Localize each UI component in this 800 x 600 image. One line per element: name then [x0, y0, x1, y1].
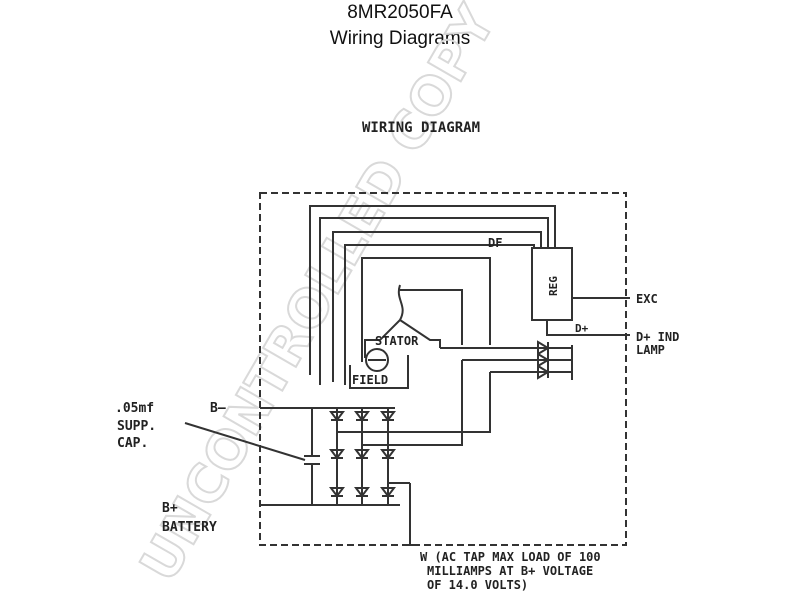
- wire-df-loop: [361, 257, 491, 362]
- dplus-small-wire: [546, 320, 600, 336]
- w-tap-line-2: MILLIAMPS AT B+ VOLTAGE: [427, 564, 593, 578]
- regulator-box: [531, 247, 573, 321]
- stator-winding: [364, 284, 441, 358]
- field-coil-icon: [365, 348, 389, 372]
- wire-reg-1: [309, 205, 556, 375]
- wire-reg-4: [344, 244, 535, 385]
- df-label: DF: [488, 236, 502, 250]
- wire-reg-2: [319, 217, 549, 385]
- diode-trio: [537, 340, 550, 380]
- lamp-label: LAMP: [636, 343, 665, 357]
- dplus-small-label: D+: [575, 322, 589, 335]
- w-tap-line-3: OF 14.0 VOLTS): [427, 578, 528, 592]
- diagram-page-subtitle: Wiring Diagrams: [329, 28, 471, 49]
- cap-leader-arrow: [184, 422, 306, 461]
- watermark: UNCONTROLLED COPY: [129, 0, 508, 592]
- reg-label: REG: [547, 276, 560, 296]
- field-box: [349, 355, 409, 389]
- supp-capacitor: [304, 408, 320, 505]
- cap-value-label: .05mf: [115, 401, 154, 416]
- w-tap-wire: [409, 483, 420, 546]
- b-plus-label: B+: [162, 501, 178, 516]
- stator-label: STATOR: [375, 334, 419, 348]
- diagram-title: WIRING DIAGRAM: [362, 120, 480, 136]
- dplus-ind-label: D+ IND: [636, 330, 679, 344]
- b-minus-label: B–: [210, 401, 226, 416]
- wire-reg-3: [332, 231, 542, 382]
- diagram-model-title: 8MR2050FA: [347, 2, 453, 23]
- wire-stator-top: [400, 289, 463, 345]
- rectifier-diodes: [329, 360, 491, 505]
- battery-label: BATTERY: [162, 520, 217, 535]
- cap-supp-label: SUPP.: [117, 419, 156, 434]
- cap-cap-label: CAP.: [117, 436, 148, 451]
- housing-outline: [259, 192, 627, 546]
- exc-label: EXC: [636, 292, 658, 306]
- w-tap-line-1: W (AC TAP MAX LOAD OF 100: [420, 550, 601, 564]
- field-label: FIELD: [352, 373, 388, 387]
